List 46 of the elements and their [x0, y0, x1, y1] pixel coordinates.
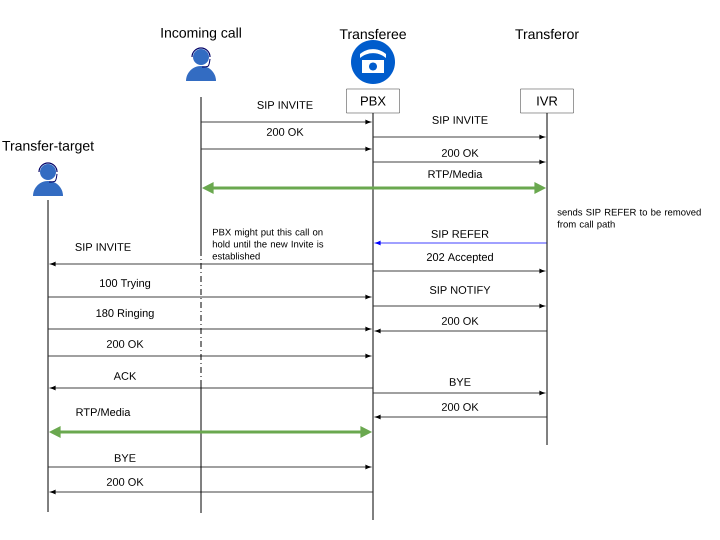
edge-label: 200 OK	[440, 148, 480, 158]
edge-label: SIP INVITE	[430, 115, 490, 125]
lifeline	[372, 112, 374, 520]
edge-label: 200 OK	[105, 477, 145, 487]
edge-label: 100 Trying	[98, 278, 152, 290]
arrow	[50, 386, 373, 390]
edge-label: RTP/Media	[426, 168, 484, 180]
note: PBX might put this call on hold until the new Invite is established	[212, 228, 324, 260]
arrow	[374, 240, 547, 246]
arrow	[373, 390, 546, 396]
arrow	[374, 414, 547, 420]
edge-label: 200 OK	[105, 339, 145, 349]
note: sends SIP REFER to be removed from call path	[557, 208, 701, 230]
arrow	[373, 304, 546, 308]
edge-label: 180 Ringing	[94, 308, 156, 320]
edge-label: 200 OK	[440, 316, 480, 326]
arrow	[48, 294, 372, 300]
participant-name: Transferee	[340, 28, 406, 40]
lifeline	[546, 112, 548, 446]
edge-label: BYE	[448, 377, 472, 387]
edge-label: SIP REFER	[430, 229, 490, 239]
edge-label: SIP INVITE	[256, 100, 314, 110]
edge-label: 200 OK	[440, 402, 480, 412]
participant-box: PBX	[346, 88, 400, 114]
arrow	[50, 262, 373, 266]
participant-name: Transferor	[515, 28, 579, 40]
edge-label: ACK	[112, 371, 138, 381]
arrow	[373, 268, 546, 274]
arrow	[373, 160, 546, 164]
edge-label: SIP INVITE	[74, 242, 132, 252]
arrow	[373, 134, 546, 140]
participant-box: IVR	[520, 88, 574, 114]
participant-name: Transfer-target	[2, 140, 94, 154]
arrow	[50, 490, 373, 494]
arrow	[374, 328, 547, 334]
arrow	[201, 146, 372, 152]
arrow	[48, 326, 372, 332]
participant-name: Incoming call	[161, 27, 241, 41]
arrow	[201, 120, 372, 124]
edge-label: BYE	[113, 453, 138, 463]
edge-label: 200 OK	[265, 127, 305, 137]
arrow	[48, 464, 372, 470]
edge-label: SIP NOTIFY	[428, 285, 492, 295]
edge-label: 202 Accepted	[425, 252, 495, 264]
arrow	[48, 354, 372, 358]
edge-label: RTP/Media	[74, 406, 132, 418]
